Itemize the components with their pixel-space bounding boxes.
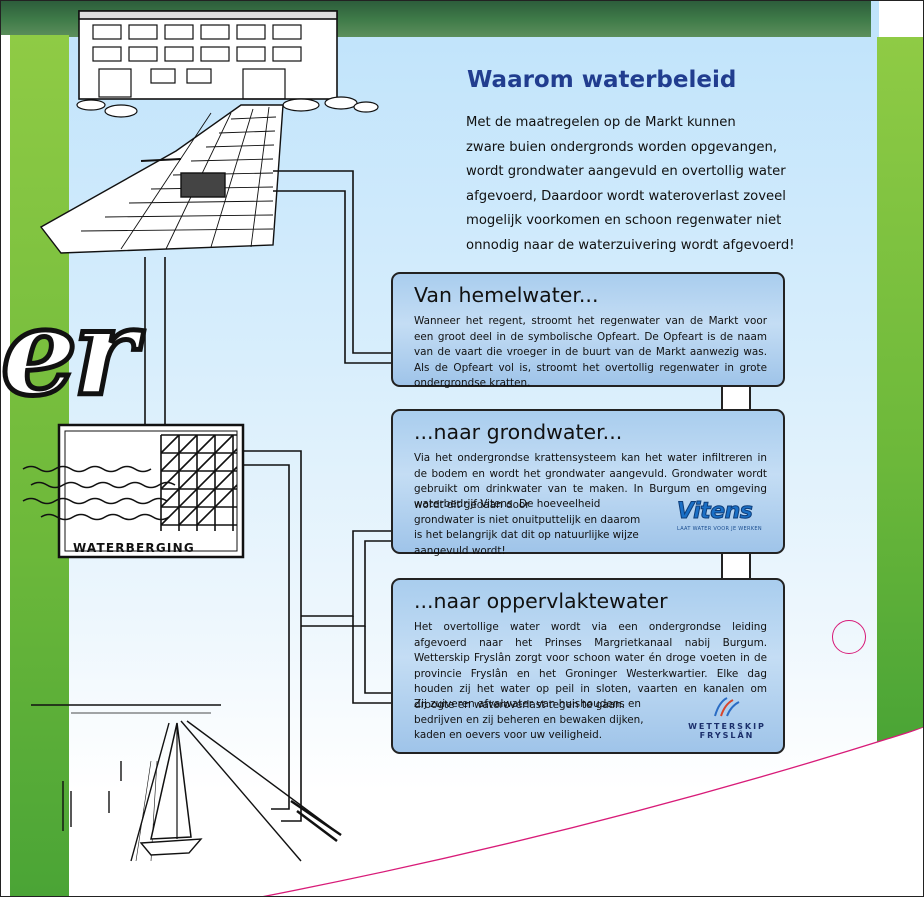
market-square-sketch [39, 104, 284, 254]
vitens-logo-tagline: LAAT WATER VOOR JE WERKEN [677, 526, 762, 532]
pipes [144, 170, 393, 822]
intro-line: onnodig naar de waterzuivering wordt afg… [466, 237, 795, 253]
box-text-continued: waterbedrijf Vitens. De hoeveelheid gron… [414, 498, 641, 557]
wetterskip-logo-line2: FRYSLÂN [699, 731, 755, 740]
side-heading-fragment: er [1, 282, 139, 423]
wetterskip-logo-line1: WETTERSKIP [688, 722, 766, 731]
intro-title: Waarom waterbeleid [467, 67, 737, 93]
box-connector [721, 385, 751, 413]
box-text: Het overtollige water wordt via een onde… [414, 621, 767, 711]
wetterskip-logo: WETTERSKIP FRYSLÂN [677, 696, 777, 740]
left-green-band [1, 35, 69, 896]
wetterskip-wave-icon [714, 697, 740, 717]
right-green-band [877, 37, 923, 745]
intro-line: wordt grondwater aangevuld en overtollig… [466, 164, 786, 179]
left-white-strip [1, 35, 10, 896]
vitens-logo: Vitens LAAT WATER VOOR JE WERKEN [677, 499, 762, 532]
intro-paragraph: Met de maatregelen op de Markt kunnen zw… [466, 111, 795, 258]
pink-circle-marker [832, 620, 866, 654]
intro-line: mogelijk voorkomen en schoon regenwater … [466, 213, 782, 228]
waterberging-label: WATERBERGING [73, 541, 195, 555]
intro-line: Met de maatregelen op de Markt kunnen [466, 115, 736, 130]
info-box-grondwater: ...naar grondwater... Via het ondergrond… [391, 409, 785, 557]
canal-sketch [31, 704, 342, 862]
box-title: ...naar grondwater... [414, 420, 623, 444]
building-sketch [78, 10, 338, 100]
box-connector [721, 552, 751, 580]
vitens-logo-word: Vitens [677, 499, 754, 524]
box-title: Van hemelwater... [414, 283, 599, 307]
box-text: Wanneer het regent, stroomt het regenwat… [414, 315, 767, 390]
waterberging-sketch [22, 423, 245, 559]
intro-line: zware buien ondergronds worden opgevange… [466, 139, 778, 155]
box-title: ...naar oppervlaktewater [414, 589, 668, 613]
box-text-continued: Zij zuiveren afvalwater van huishoudens … [414, 698, 644, 742]
box-text: Via het ondergrondse krattensysteem kan … [414, 452, 767, 511]
info-box-oppervlaktewater: ...naar oppervlaktewater Het overtollige… [391, 578, 785, 754]
intro-line: afgevoerd, Daardoor wordt wateroverlast … [466, 188, 786, 204]
info-box-hemelwater: Van hemelwater... Wanneer het regent, st… [391, 272, 785, 389]
